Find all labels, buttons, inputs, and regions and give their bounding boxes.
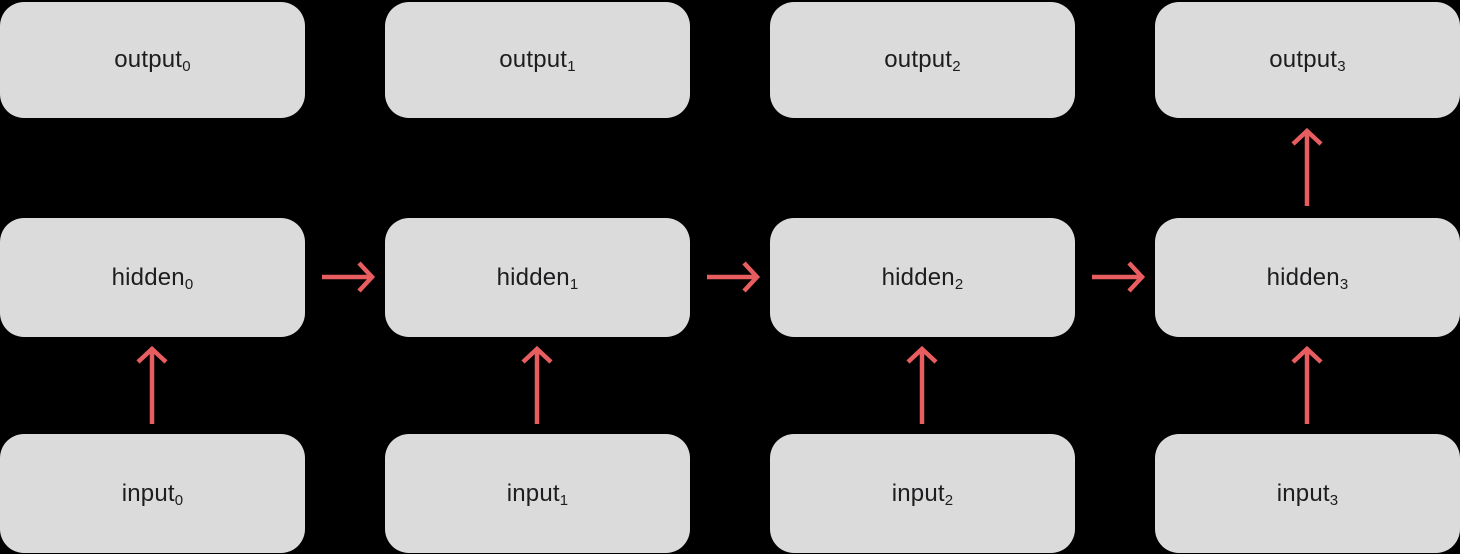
label-text: output [884,46,953,73]
label-text: input [121,479,175,507]
arrow-stroke [707,261,761,293]
node-output-3: output3 [1155,2,1460,118]
label-subscript: 3 [1339,275,1349,293]
label-subscript: 3 [1329,491,1339,509]
node-output-1-label: output1 [499,46,575,74]
arrow-stroke [322,261,376,293]
arrow-stroke [1291,345,1323,424]
node-input-2-label: input2 [892,480,954,508]
label-text: hidden [1266,263,1340,291]
node-input-2: input2 [770,434,1075,553]
node-output-0-label: output0 [114,46,190,74]
label-text: hidden [111,263,185,291]
arrow-hidden0-to-hidden1-icon [322,261,376,293]
node-hidden-1-label: hidden1 [497,264,579,292]
node-input-3: input3 [1155,434,1460,553]
label-text: hidden [881,263,955,291]
node-hidden-2-label: hidden2 [882,264,964,292]
label-text: output [114,46,183,73]
arrow-stroke [136,345,168,424]
label-text: output [1269,46,1338,73]
label-subscript: 3 [1337,58,1346,75]
arrow-input3-to-hidden3-icon [1291,345,1323,424]
label-text: output [499,46,568,73]
label-subscript: 0 [184,275,194,293]
label-text: input [891,479,945,507]
node-hidden-3: hidden3 [1155,218,1460,337]
label-subscript: 0 [182,58,191,75]
node-output-2-label: output2 [884,46,960,74]
label-text: input [1276,479,1330,507]
label-text: hidden [496,263,570,291]
node-output-0: output0 [0,2,305,118]
node-input-0-label: input0 [122,480,184,508]
node-hidden-0-label: hidden0 [112,264,194,292]
node-output-3-label: output3 [1269,46,1345,74]
arrow-stroke [1092,261,1146,293]
node-hidden-1: hidden1 [385,218,690,337]
node-input-1-label: input1 [507,480,569,508]
node-input-1: input1 [385,434,690,553]
arrow-hidden2-to-hidden3-icon [1092,261,1146,293]
node-input-3-label: input3 [1277,480,1339,508]
arrow-stroke [1291,127,1323,206]
arrow-stroke [906,345,938,424]
arrow-stroke [521,345,553,424]
node-input-0: input0 [0,434,305,553]
node-output-1: output1 [385,2,690,118]
label-subscript: 1 [567,58,576,75]
node-hidden-3-label: hidden3 [1267,264,1349,292]
label-subscript: 1 [559,491,569,509]
arrow-hidden1-to-hidden2-icon [707,261,761,293]
label-subscript: 2 [954,275,964,293]
node-hidden-2: hidden2 [770,218,1075,337]
label-subscript: 1 [569,275,579,293]
arrow-input1-to-hidden1-icon [521,345,553,424]
label-text: input [506,479,560,507]
arrow-input2-to-hidden2-icon [906,345,938,424]
node-output-2: output2 [770,2,1075,118]
label-subscript: 2 [952,58,961,75]
node-hidden-0: hidden0 [0,218,305,337]
label-subscript: 0 [174,491,184,509]
arrow-hidden3-to-output3-icon [1291,127,1323,206]
arrow-input0-to-hidden0-icon [136,345,168,424]
label-subscript: 2 [944,491,954,509]
